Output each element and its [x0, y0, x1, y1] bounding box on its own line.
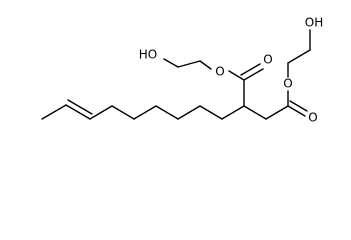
bond-chain-1 — [89, 105, 113, 120]
bond-methine-methylene — [243, 105, 267, 120]
left-carbonyl-oxygen-label: O — [263, 53, 272, 67]
left-ester-oxygen-label: O — [215, 65, 224, 79]
chemical-structure-diagram: HO O O O O OH — [41, 16, 323, 125]
bond-left-carbonyl-double-1 — [243, 68, 264, 81]
bond-chain-6 — [199, 105, 223, 120]
right-ester-oxygen-label: O — [283, 77, 292, 91]
right-ester-group — [287, 29, 311, 117]
bond-alkene-double-2 — [67, 99, 93, 115]
bond-chain-4 — [155, 105, 179, 120]
bond-methylene-right-carbonyl — [265, 105, 289, 120]
octenyl-chain — [41, 99, 245, 120]
left-ester-group — [163, 58, 264, 81]
succinate-backbone — [243, 79, 289, 120]
bond-left-ethylene — [177, 60, 201, 68]
right-hydroxyl-label: OH — [305, 16, 323, 30]
bond-chain-to-methine — [221, 105, 245, 120]
left-hydroxyl-label: HO — [139, 48, 157, 62]
bond-alkene-double-1 — [65, 104, 91, 120]
bond-right-carbonyl-double-1 — [287, 105, 306, 117]
right-carbonyl-oxygen-label: O — [308, 111, 317, 125]
bond-left-carbonyl-ester-o — [228, 70, 245, 81]
bond-left-carbonyl-double-2 — [240, 63, 261, 76]
atom-labels: HO O O O O OH — [139, 16, 323, 125]
bond-methyl — [41, 104, 67, 120]
bond-left-ester-o-ch2 — [199, 60, 212, 70]
bond-right-carbonyl-double-2 — [289, 100, 308, 112]
bond-chain-2 — [111, 105, 135, 120]
bond-chain-3 — [133, 105, 157, 120]
bond-right-ethylene — [287, 49, 311, 64]
bond-chain-5 — [177, 105, 201, 120]
bond-left-ch2-hydroxyl — [163, 58, 179, 68]
